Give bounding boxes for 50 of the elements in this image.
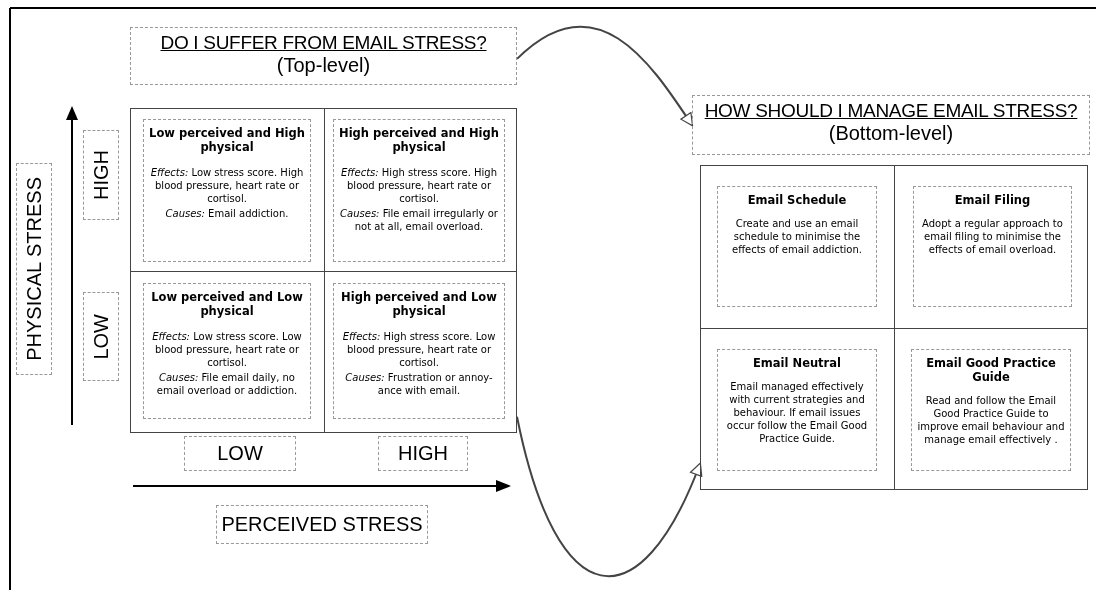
card-title: Email Neutral (752, 356, 842, 370)
axis-label-box (184, 436, 296, 471)
description-text: Create and use an email schedule to minimise the effects of email addiction. (731, 217, 863, 256)
description-text: Adopt a regular approach to email filing to minimise the effects of email overload. (921, 217, 1064, 256)
causes-text: Causes: File email daily, no email overload or addiction. (155, 371, 299, 397)
quadrant-card (717, 349, 877, 471)
axis-label: HIGH (398, 442, 448, 465)
description-text: Read and follow the Email Good Practice Guide to improve email behaviour and manage email effectively . (916, 394, 1066, 446)
card-title: Email Schedule (746, 193, 848, 207)
axis-label: LOW (217, 442, 263, 465)
description-text: Effects: Low stress score. Low blood pressure, heart rate or cortisol. (151, 330, 303, 369)
axis-label: LOW (89, 313, 113, 360)
description-text: Effects: High stress score. High blood pressure, heart rate or cortisol. (340, 166, 498, 205)
causes-text: Causes: File email irregularly or not at all, email overload. (339, 207, 499, 233)
quadrant-card (333, 283, 505, 419)
heading: HOW SHOULD I MANAGE EMAIL STRESS? (703, 100, 1079, 122)
subheading: (Bottom-level) (827, 122, 955, 145)
card-title: Email Filing (953, 193, 1032, 207)
heading-box (692, 95, 1090, 155)
curved-arrow (516, 26, 694, 127)
quadrant-card (717, 186, 877, 307)
heading-box (130, 27, 517, 85)
card-title: Low perceived and Low physical (150, 290, 304, 318)
description-text: Email managed effectively with current strategies and behaviour. If email issues occur follow the Email Good Practice Guide. (725, 380, 869, 445)
axis-label-box (83, 130, 119, 220)
subheading: (Top-level) (275, 54, 372, 77)
axis-label: PHYSICAL STRESS (22, 177, 46, 361)
quadrant-card (143, 283, 311, 419)
card-title: Low perceived and High physical (148, 126, 306, 154)
axis-label-box (16, 163, 52, 375)
matrix-grid (700, 165, 1088, 490)
axis-label-box (378, 436, 468, 471)
heading: DO I SUFFER FROM EMAIL STRESS? (159, 32, 488, 54)
axis-label-box (83, 292, 119, 381)
quadrant-card (333, 119, 505, 262)
quadrant-card (913, 186, 1072, 307)
card-title: High perceived and Low physical (340, 290, 498, 318)
description-text: Effects: Low stress score. High blood pressure, heart rate or cortisol. (149, 166, 305, 205)
quadrant-card (143, 119, 311, 262)
description-text: Effects: High stress score. Low blood pressure, heart rate or cortisol. (341, 330, 497, 369)
axis-label: HIGH (89, 150, 113, 200)
causes-text: Causes: Frustration or annoy-ance with email. (344, 371, 494, 397)
matrix-grid (130, 108, 517, 433)
axis-label: PERCEIVED STRESS (221, 513, 423, 536)
axis-label-box (216, 505, 428, 544)
card-title: High perceived and High physical (338, 126, 500, 154)
curved-arrow (516, 415, 702, 577)
causes-text: Causes: Email addiction. (164, 207, 290, 220)
quadrant-card (911, 349, 1071, 471)
card-title: Email Good Practice Guide (925, 356, 1057, 384)
